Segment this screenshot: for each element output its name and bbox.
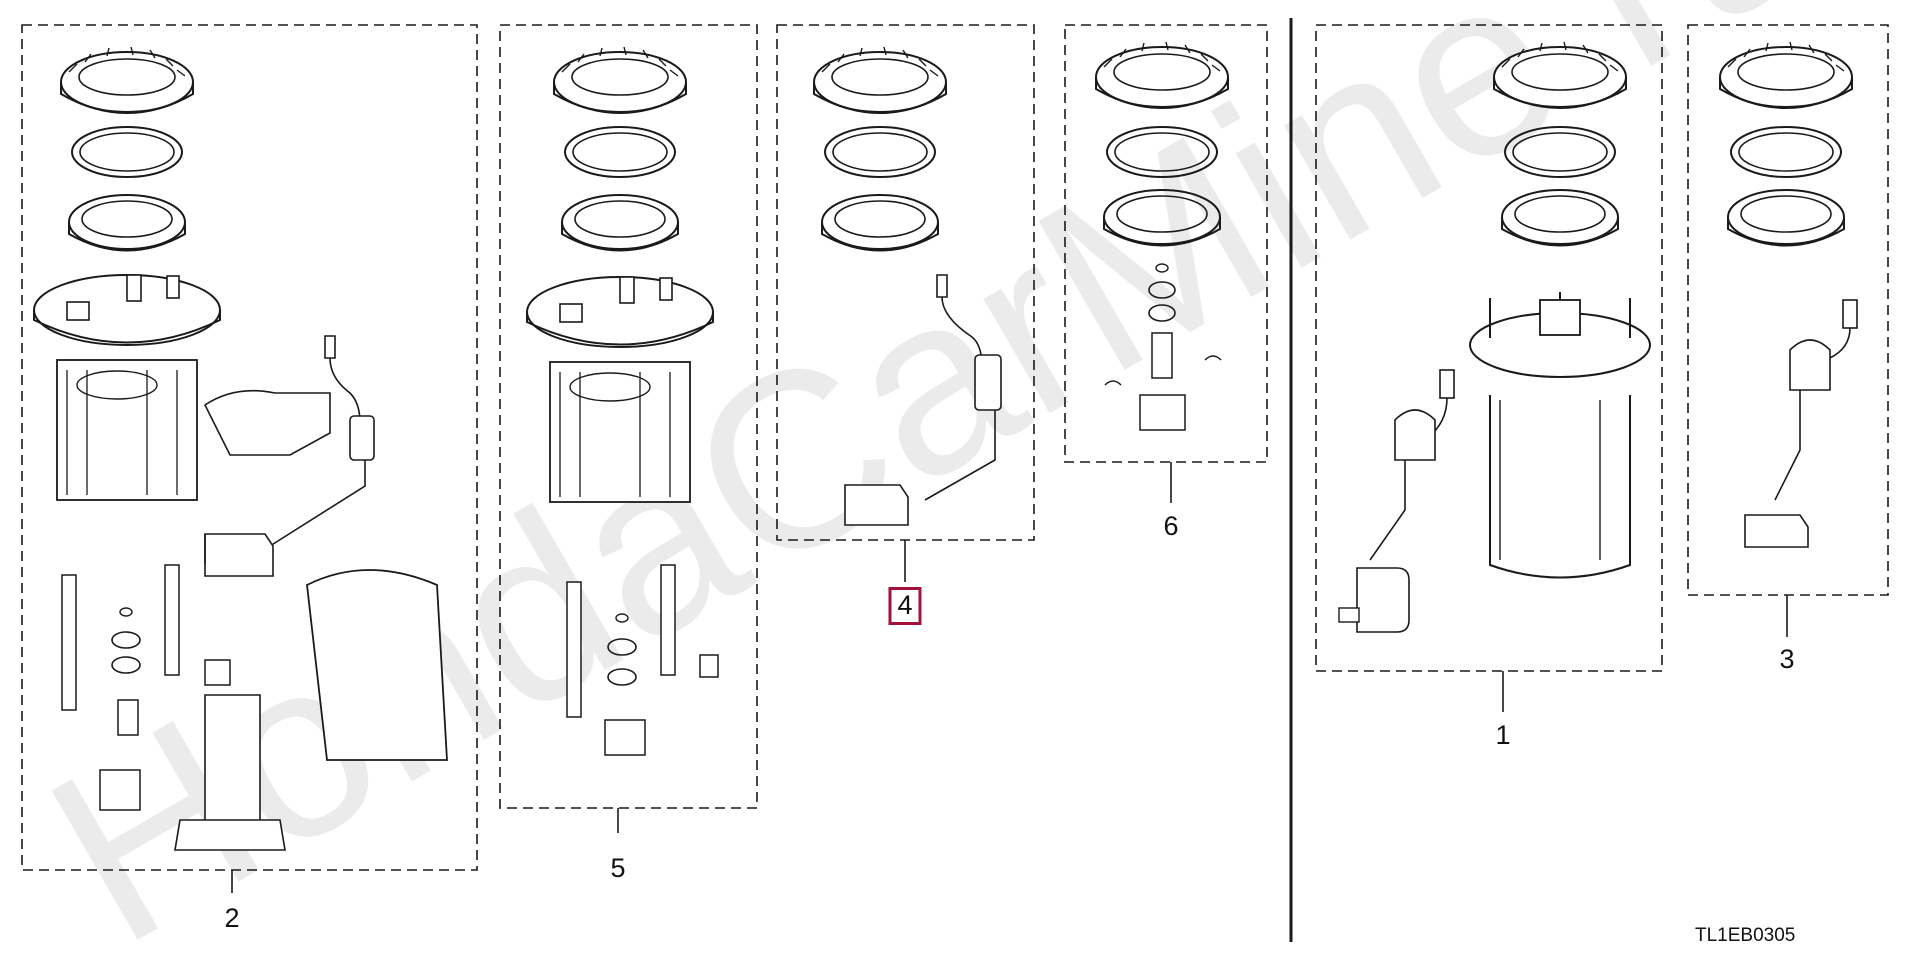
group-box-6: [1064, 24, 1268, 463]
group-box-2: [21, 24, 478, 871]
assembly-3-parts: [1719, 41, 1858, 548]
group-box-5: [499, 24, 758, 809]
callout-4-highlighted[interactable]: 4: [888, 587, 922, 625]
assembly-4-parts: [813, 46, 1002, 526]
callout-6: 6: [1163, 511, 1179, 541]
callout-3: 3: [1779, 644, 1795, 674]
group-box-3: [1687, 24, 1889, 596]
assembly-2-parts: [33, 46, 448, 851]
callout-2: 2: [224, 903, 240, 933]
drawing-code: TL1EB0305: [1695, 925, 1796, 946]
callout-1: 1: [1495, 720, 1511, 750]
assembly-5-parts: [526, 46, 719, 756]
callout-5: 5: [610, 853, 626, 883]
assembly-1-parts: [1338, 41, 1651, 633]
assembly-6-parts: [1095, 41, 1229, 431]
